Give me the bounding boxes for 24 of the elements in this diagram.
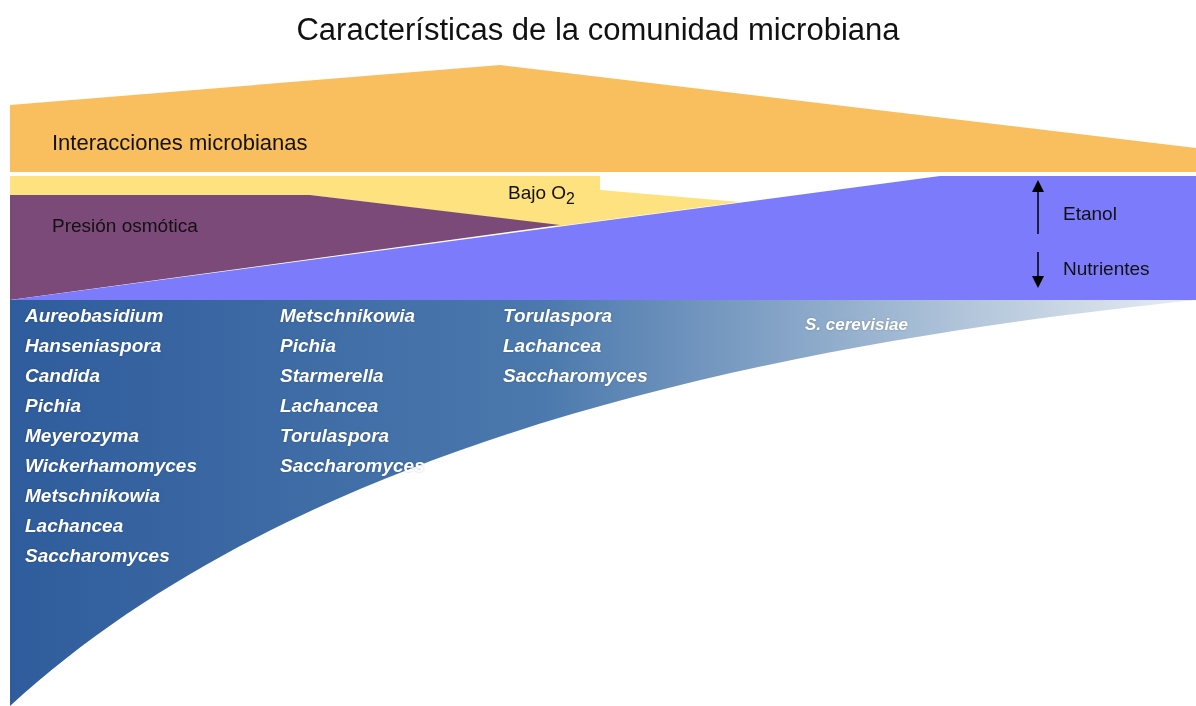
band-label: Nutrientes — [1063, 258, 1150, 280]
yeast-genus-name: Metschnikowia — [25, 485, 161, 507]
band-label: Interacciones microbianas — [52, 130, 308, 156]
yeast-genus-name: S. cerevisiae — [805, 315, 909, 335]
yeast-genus-name: Torulaspora — [280, 425, 390, 447]
yeast-genus-name: Torulaspora — [503, 305, 613, 327]
yeast-genus-name: Lachancea — [503, 335, 602, 357]
yeast-genus-name: Candida — [25, 365, 100, 387]
yeast-genus-name: Meyerozyma — [25, 425, 140, 447]
yeast-genus-name: Wickerhamomyces — [25, 455, 197, 477]
yeast-genus-name: Pichia — [280, 335, 336, 357]
yeast-genus-name: Starmerella — [280, 365, 384, 387]
band-label: Bajo O$_{2}$ — [508, 182, 575, 208]
yeast-genus-name: Metschnikowia — [280, 305, 416, 327]
band-label: Presión osmótica — [52, 215, 198, 237]
yeast-genus-name: Hanseniaspora — [25, 335, 162, 357]
yeast-genus-name: Saccharomyces — [25, 545, 170, 567]
yeast-genus-name: Saccharomyces — [503, 365, 648, 387]
diagram-title: Características de la comunidad microbiana — [295, 12, 901, 48]
yeast-genus-name: Pichia — [25, 395, 81, 417]
yeast-genus-name: Lachancea — [280, 395, 379, 417]
yeast-genus-name: Lachancea — [25, 515, 124, 537]
yeast-genus-name: Aureobasidium — [25, 305, 164, 327]
band-label: Etanol — [1063, 203, 1117, 225]
